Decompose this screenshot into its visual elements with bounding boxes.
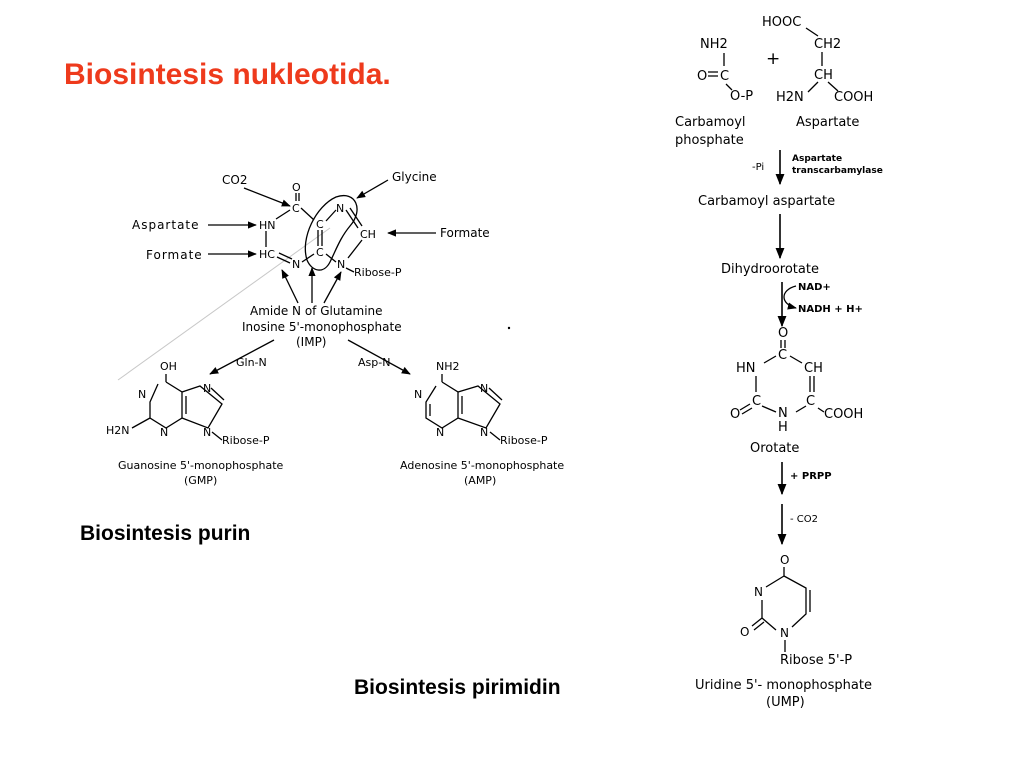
asp-n-label: Asp-N [358, 356, 390, 369]
carb-op: O-P [730, 89, 753, 104]
ump-o-left: O [740, 625, 749, 639]
carb-name-line1: Carbamoyl [675, 115, 746, 130]
gmp-n3: N [203, 382, 211, 395]
dihydroorotate: Dihydroorotate [721, 262, 819, 277]
prpp-label: + PRPP [790, 471, 832, 482]
orotate-name: Orotate [750, 441, 799, 456]
imp-o: O [292, 181, 301, 194]
gmp-n1: N [138, 388, 146, 401]
ump-o-top: O [780, 553, 789, 567]
gmp-structure: OH H2N N N N N Ribose-P Guanosine 5'-mon… [106, 360, 284, 487]
enzyme-line2: transcarbamylase [792, 166, 883, 176]
gmp-h2n: H2N [106, 424, 130, 437]
amp-n4: N [480, 426, 488, 439]
co2-label: CO2 [222, 173, 247, 187]
enzyme-line1: Aspartate [792, 154, 842, 164]
gln-n-label: Gln-N [236, 356, 267, 369]
oro-h: H [778, 420, 788, 435]
oro-n: N [778, 406, 788, 421]
caption-pyrimidine: Biosintesis pirimidin [354, 676, 561, 699]
formate-left-label: Formate [146, 248, 203, 262]
ump-n-left: N [754, 585, 763, 599]
imp-n-right: N [337, 258, 345, 271]
imp-c-mid1: C [316, 218, 324, 231]
carbamoyl-phosphate-structure: NH2 O C O-P Carbamoyl phosphate [675, 37, 753, 148]
orotate-structure: O C HN CH C C O N H COOH Orotate [730, 326, 863, 456]
amp-ribose: Ribose-P [500, 434, 548, 447]
asp-cooh: COOH [834, 90, 873, 105]
gmp-n2: N [160, 426, 168, 439]
glycine-label: Glycine [392, 170, 437, 184]
asp-h2n: H2N [776, 90, 804, 105]
gmp-name: Guanosine 5'-monophosphate [118, 459, 284, 472]
ump-structure: O N O N Ribose 5'-P Uridine 5'- monophos… [695, 553, 872, 710]
carb-o: O [697, 69, 707, 84]
carb-c: C [720, 69, 729, 84]
imp-n-bottom: N [292, 258, 300, 271]
amp-abbr: (AMP) [464, 474, 496, 487]
aspartate-structure: HOOC CH2 CH H2N COOH Aspartate [762, 15, 873, 130]
pyrimidine-diagram: NH2 O C O-P Carbamoyl phosphate + HOOC C… [675, 15, 883, 710]
purine-diagram: CO2 Glycine Aspartate Formate Formate Am… [106, 170, 564, 487]
gmp-oh: OH [160, 360, 177, 373]
asp-ch2: CH2 [814, 37, 841, 52]
carb-nh2: NH2 [700, 37, 728, 52]
ump-ribose: Ribose 5'-P [780, 653, 852, 668]
carbamoyl-aspartate: Carbamoyl aspartate [698, 194, 835, 209]
amide-label: Amide N of Glutamine [250, 304, 383, 318]
oro-ch: CH [804, 361, 823, 376]
oro-c-right: C [806, 394, 815, 409]
oro-o-left: O [730, 407, 740, 422]
oro-hn: HN [736, 361, 756, 376]
plus-sign: + [766, 49, 780, 69]
gmp-n4: N [203, 426, 211, 439]
caption-purine: Biosintesis purin [80, 522, 251, 545]
formate-right-label: Formate [440, 226, 490, 240]
oro-cooh: COOH [824, 407, 863, 422]
amp-name: Adenosine 5'-monophosphate [400, 459, 564, 472]
ump-n-bottom: N [780, 626, 789, 640]
co2-step-label: - CO2 [790, 514, 818, 525]
aspartate-label: Aspartate [132, 218, 200, 232]
asp-name: Aspartate [796, 115, 859, 130]
carb-name-line2: phosphate [675, 133, 744, 148]
gmp-ribose: Ribose-P [222, 434, 270, 447]
amp-n2: N [436, 426, 444, 439]
ump-name: Uridine 5'- monophosphate [695, 678, 872, 693]
amp-n1: N [414, 388, 422, 401]
amp-nh2: NH2 [436, 360, 460, 373]
amp-n3: N [480, 382, 488, 395]
imp-hn: HN [259, 219, 276, 232]
ump-abbr: (UMP) [766, 695, 805, 710]
imp-hc: HC [259, 248, 275, 261]
imp-n-top: N [336, 202, 344, 215]
slide-title: Biosintesis nukleotida. [64, 58, 391, 91]
oro-c-top: C [778, 348, 787, 363]
amp-structure: NH2 N N N N Ribose-P Adenosine 5'-monoph… [400, 360, 564, 487]
oro-c-left: C [752, 394, 761, 409]
imp-ch: CH [360, 228, 376, 241]
imp-c-top: C [292, 202, 300, 215]
imp-name: Inosine 5'-monophosphate [242, 320, 402, 334]
imp-c-mid2: C [316, 246, 324, 259]
oro-o-top: O [778, 326, 788, 341]
asp-hooc: HOOC [762, 15, 801, 30]
gmp-abbr: (GMP) [184, 474, 217, 487]
step1-pi: -Pi [752, 162, 764, 173]
nad-label: NAD+ [798, 282, 831, 293]
imp-ribose: Ribose-P [354, 266, 402, 279]
imp-abbr: (IMP) [296, 335, 327, 349]
nadh-label: NADH + H+ [798, 304, 863, 315]
asp-ch: CH [814, 68, 833, 83]
